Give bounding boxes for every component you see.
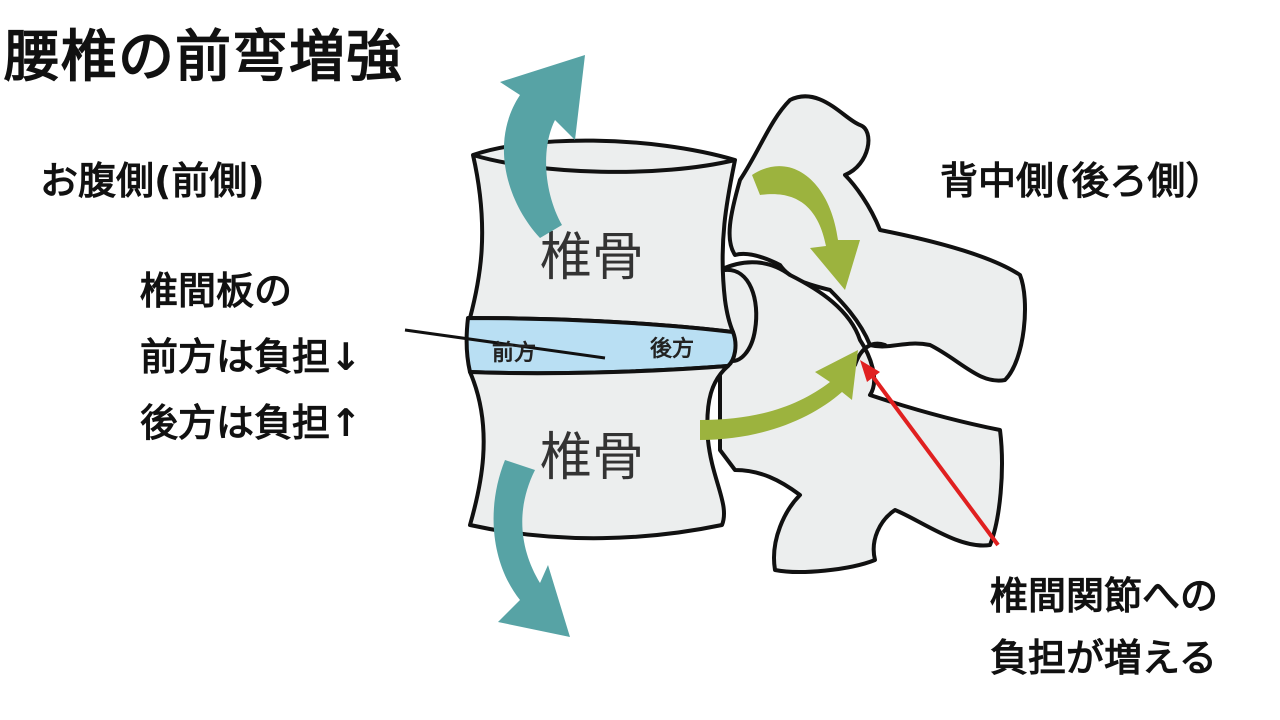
vertebra-body-upper-top [472, 153, 736, 174]
back-side-label: 背中側(後ろ側） [940, 159, 1224, 203]
facet-note-line1: 椎間関節への [990, 574, 1219, 618]
teal-arrow-upper-icon [500, 55, 585, 238]
disc-note-line2: 前方は負担↓ [140, 335, 362, 379]
teal-arrow-lower-icon [493, 460, 570, 637]
pedicle-notch [723, 267, 759, 363]
disc-note-line3: 後方は負担↑ [140, 401, 362, 445]
disc-label-front: 前方 [492, 340, 536, 366]
vertebra-label-upper: 椎骨 [540, 228, 644, 288]
disc-label-back: 後方 [650, 336, 694, 362]
red-pointer-line [866, 368, 1000, 547]
vertebra-label-lower: 椎骨 [540, 428, 644, 488]
green-arrow-lower-icon [700, 350, 858, 440]
front-side-label: お腹側(前側) [40, 159, 265, 203]
facet-note-line2: 負担が増える [990, 636, 1217, 680]
disc-note-line1: 椎間板の [140, 269, 293, 313]
red-pointer-arrowhead-icon [860, 360, 880, 382]
posterior-process-lower [718, 260, 1004, 574]
disc-pointer-line [404, 328, 606, 360]
vertebra-body-lower [468, 364, 730, 541]
green-arrow-upper-icon [752, 166, 860, 290]
facet-note: 椎間関節への 負担が増える [990, 565, 1218, 689]
page-title: 腰椎の前弯増強 [4, 25, 403, 90]
disc-note: 椎間板の 前方は負担↓ 後方は負担↑ [140, 258, 362, 456]
